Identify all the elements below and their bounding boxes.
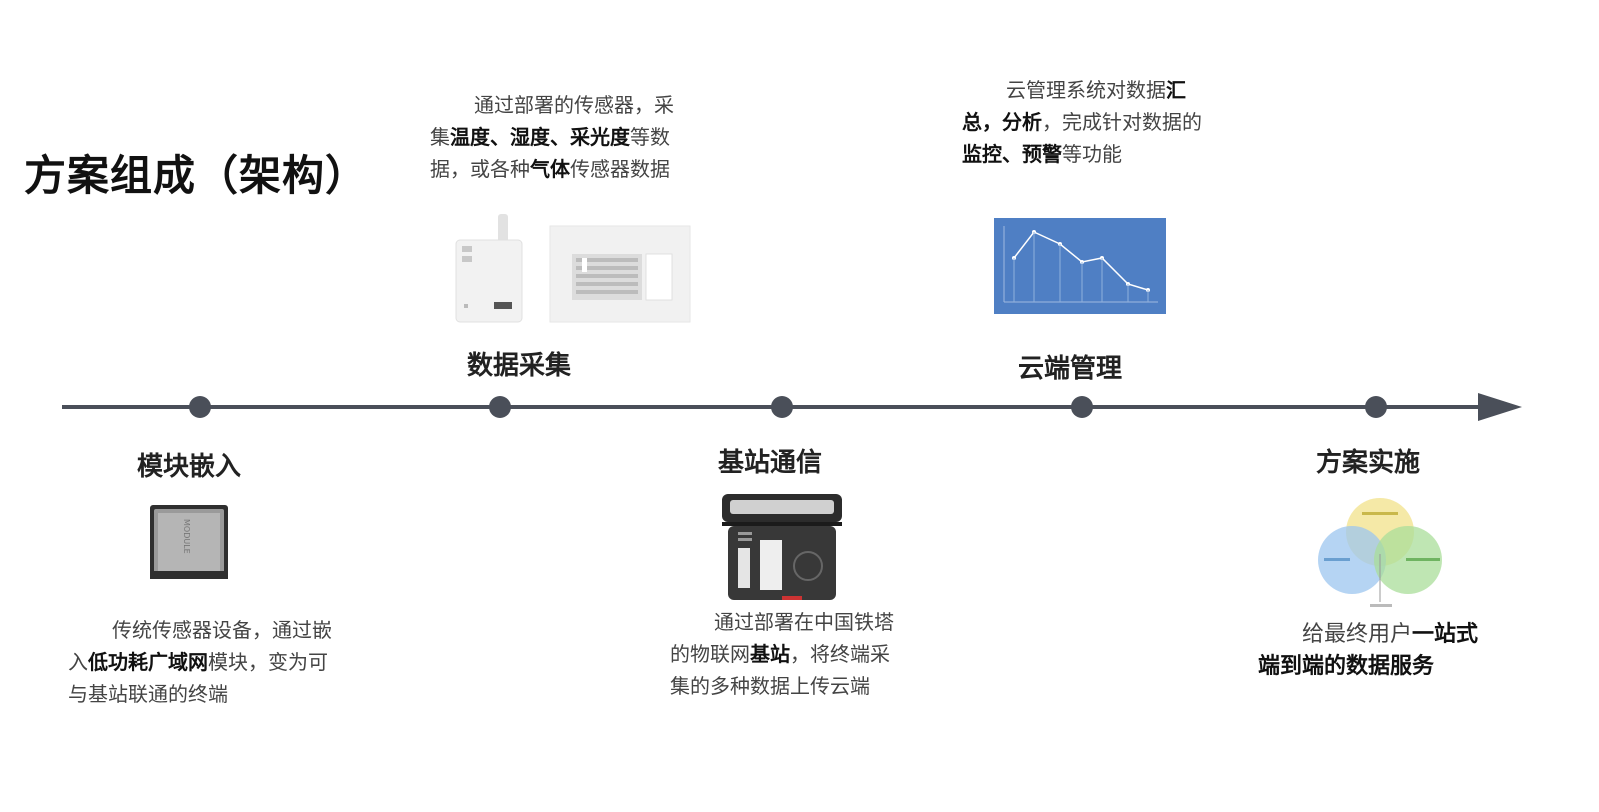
stage-label-implementation: 方案实施 — [1316, 448, 1421, 478]
timeline-dot-3 — [771, 396, 793, 418]
base-station-case-icon — [720, 492, 844, 604]
timeline-dot-5 — [1365, 396, 1387, 418]
timeline-dot-1 — [189, 396, 211, 418]
stage-desc-cloud: 云管理系统对数据汇总，分析，完成针对数据的监控、预警等功能 — [962, 78, 1202, 166]
sensor-devices-icon — [450, 214, 692, 324]
lpwan-module-chip-icon: MODULE — [150, 505, 228, 579]
stage-label-base-station: 基站通信 — [718, 448, 823, 478]
stage-desc-collection: 通过部署的传感器，采集温度、湿度、采光度等数据，或各种气体传感器数据 — [430, 93, 674, 181]
svg-text:MODULE: MODULE — [182, 519, 191, 554]
stage-label-collection: 数据采集 — [467, 351, 572, 381]
stage-label-module: 模块嵌入 — [137, 452, 242, 482]
timeline-dot-4 — [1071, 396, 1093, 418]
timeline-arrow-icon — [1478, 393, 1522, 421]
page-title: 方案组成（架构） — [24, 151, 369, 200]
venn-diagram-icon — [1310, 494, 1450, 612]
stage-desc-implementation: 给最终用户一站式端到端的数据服务 — [1258, 622, 1479, 679]
cloud-line-chart-icon — [994, 218, 1166, 314]
stage-desc-module: 传统传感器设备，通过嵌入低功耗广域网模块，变为可与基站联通的终端 — [68, 618, 332, 706]
stage-desc-base-station: 通过部署在中国铁塔的物联网基站，将终端采集的多种数据上传云端 — [670, 610, 894, 698]
timeline-dot-2 — [489, 396, 511, 418]
stage-label-cloud: 云端管理 — [1018, 354, 1123, 384]
